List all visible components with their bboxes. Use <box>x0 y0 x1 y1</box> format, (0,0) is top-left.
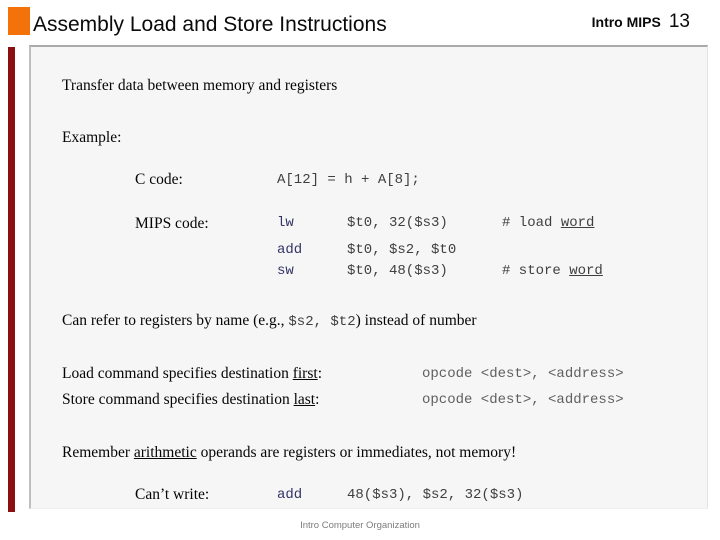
course-tag: Intro MIPS <box>591 14 661 30</box>
load-rule-underlined: first <box>292 365 318 382</box>
left-maroon-bar <box>8 47 15 512</box>
store-rule-text: Store command specifies destination last… <box>62 391 319 409</box>
mips-mnemonic: lw <box>277 215 294 231</box>
comment-underlined-word: word <box>560 215 595 231</box>
c-code-row: C code: A[12] = h + A[8]; <box>31 171 707 189</box>
comment-text: # load <box>502 215 561 231</box>
cant-write-operands: 48($s3), $s2, 32($s3) <box>347 487 524 503</box>
register-note-post: ) instead of number <box>355 312 477 329</box>
mips-code-row-1: MIPS code: lw $t0, 32($s3) # load word <box>31 215 707 233</box>
store-rule-row: Store command specifies destination last… <box>31 391 707 409</box>
mips-comment: # store word <box>502 263 603 279</box>
mips-comment: # load word <box>502 215 594 231</box>
slide-body: Transfer data between memory and registe… <box>29 45 708 509</box>
mips-code-row-3: sw $t0, 48($s3) # store word <box>31 263 707 281</box>
cant-write-label: Can’t write: <box>135 486 210 503</box>
accent-orange-square <box>8 7 30 35</box>
mips-mnemonic: add <box>277 242 303 258</box>
c-code-label: C code: <box>135 171 183 188</box>
load-rule-post: : <box>317 365 322 382</box>
slide-footer: Intro Computer Organization <box>300 520 420 531</box>
mips-operands: $t0, $s2, $t0 <box>347 242 457 258</box>
remember-post: operands are registers or immediates, no… <box>196 444 517 461</box>
mips-operands: $t0, 48($s3) <box>347 263 448 279</box>
store-rule-syntax: opcode <dest>, <address> <box>422 392 624 408</box>
c-code-text: A[12] = h + A[8]; <box>277 172 420 188</box>
register-note-registers: $s2, $t2 <box>288 314 356 330</box>
load-rule-pre: Load command specifies destination <box>62 365 293 382</box>
store-rule-underlined: last <box>293 391 316 408</box>
load-rule-text: Load command specifies destination first… <box>62 365 322 383</box>
cant-write-mnemonic: add <box>277 487 303 503</box>
mips-operands: $t0, 32($s3) <box>347 215 448 231</box>
register-note-pre: Can refer to registers by name (e.g., <box>62 312 289 329</box>
remember-line: Remember arithmetic operands are registe… <box>62 444 516 462</box>
comment-underlined-word: word <box>569 263 603 279</box>
mips-code-row-2: add $t0, $s2, $t0 <box>31 242 707 260</box>
header-right: Intro MIPS 13 <box>592 0 690 44</box>
comment-text: # store <box>502 263 570 279</box>
remember-pre: Remember <box>62 444 134 461</box>
mips-code-label: MIPS code: <box>135 215 209 232</box>
store-rule-post: : <box>315 391 320 408</box>
page-number: 13 <box>668 11 690 32</box>
slide-title: Assembly Load and Store Instructions <box>33 13 387 36</box>
mips-mnemonic: sw <box>277 263 294 279</box>
register-note: Can refer to registers by name (e.g., $s… <box>62 312 477 330</box>
store-rule-pre: Store command specifies destination <box>62 391 294 408</box>
load-rule-syntax: opcode <dest>, <address> <box>422 366 624 382</box>
remember-underlined: arithmetic <box>133 444 197 461</box>
intro-line: Transfer data between memory and registe… <box>62 77 338 94</box>
cant-write-row: Can’t write: add 48($s3), $s2, 32($s3) <box>31 486 707 504</box>
example-label: Example: <box>62 129 122 146</box>
load-rule-row: Load command specifies destination first… <box>31 365 707 383</box>
